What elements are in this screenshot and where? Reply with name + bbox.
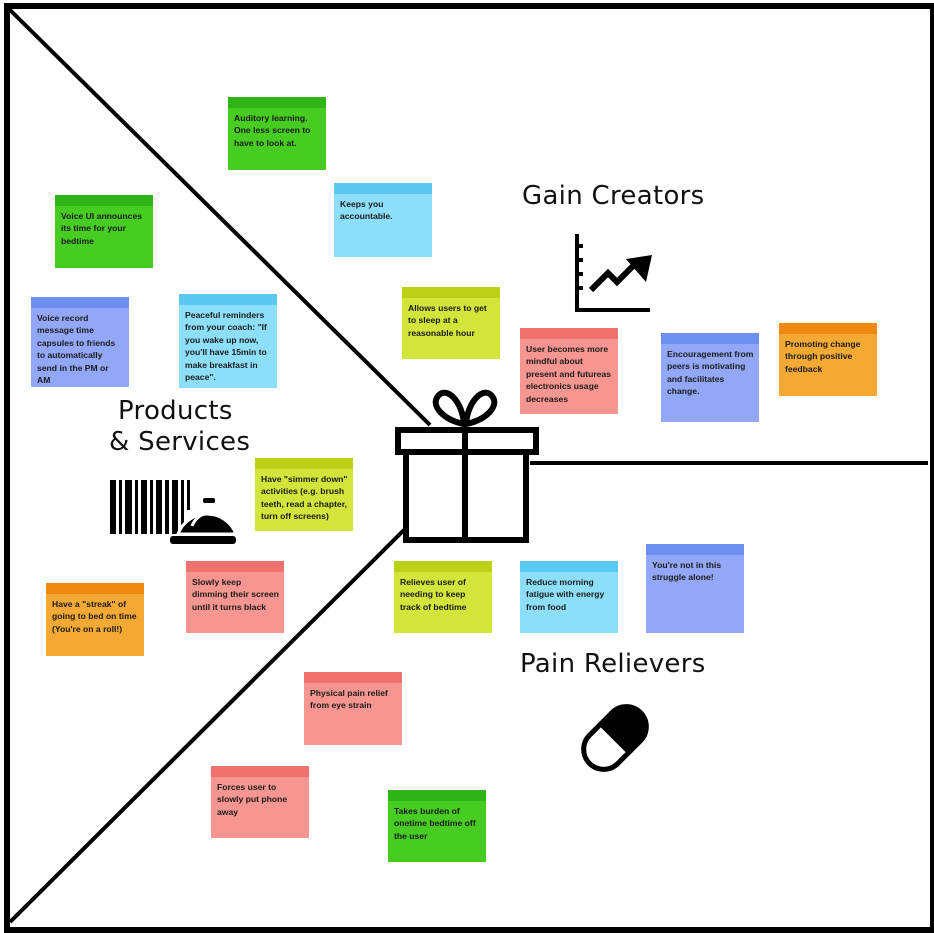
- barcode-and-service-bell-icon: [110, 480, 238, 544]
- sticky-note: Encouragement from peers is motivating a…: [661, 333, 759, 422]
- sticky-note: User becomes more mindful about present …: [520, 328, 618, 414]
- sticky-note: Voice UI announces its time for your bed…: [55, 195, 153, 268]
- divider-top-diagonal: [6, 6, 432, 427]
- sticky-note: Forces user to slowly put phone away: [211, 766, 309, 838]
- sticky-note: Peaceful reminders from your coach: "If …: [179, 294, 277, 388]
- gain-creators-title: Gain Creators: [522, 181, 705, 211]
- sticky-note: Keeps you accountable.: [334, 183, 432, 257]
- divider-bottom-diagonal: [8, 528, 406, 924]
- sticky-note: Relieves user of needing to keep track o…: [394, 561, 492, 633]
- sticky-note: Slowly keep dimming their screen until i…: [186, 561, 284, 633]
- products-services-title-line2: & Services: [109, 427, 251, 457]
- pill-capsule-icon: [581, 704, 649, 772]
- gift-box-icon: [395, 389, 539, 543]
- sticky-note: Takes burden of onetime bedtime off the …: [388, 790, 486, 862]
- sticky-note: Allows users to get to sleep at a reason…: [402, 287, 500, 359]
- sticky-note: Have a "streak" of going to bed on time …: [46, 583, 144, 656]
- sticky-note: You're not in this struggle alone!: [646, 544, 744, 633]
- sticky-note: Auditory learning. One less screen to ha…: [228, 97, 326, 170]
- sticky-note: Promoting change through positive feedba…: [779, 323, 877, 396]
- products-services-title-line1: Products: [118, 396, 233, 426]
- rising-chart-icon: [575, 234, 652, 312]
- sticky-note: Reduce morning fatigue with energy from …: [520, 561, 618, 633]
- sticky-note: Physical pain relief from eye strain: [304, 672, 402, 745]
- sticky-note: Voice record message time capsules to fr…: [31, 297, 129, 387]
- sticky-note: Have "simmer down" activities (e.g. brus…: [255, 458, 353, 531]
- pain-relievers-title: Pain Relievers: [520, 649, 706, 679]
